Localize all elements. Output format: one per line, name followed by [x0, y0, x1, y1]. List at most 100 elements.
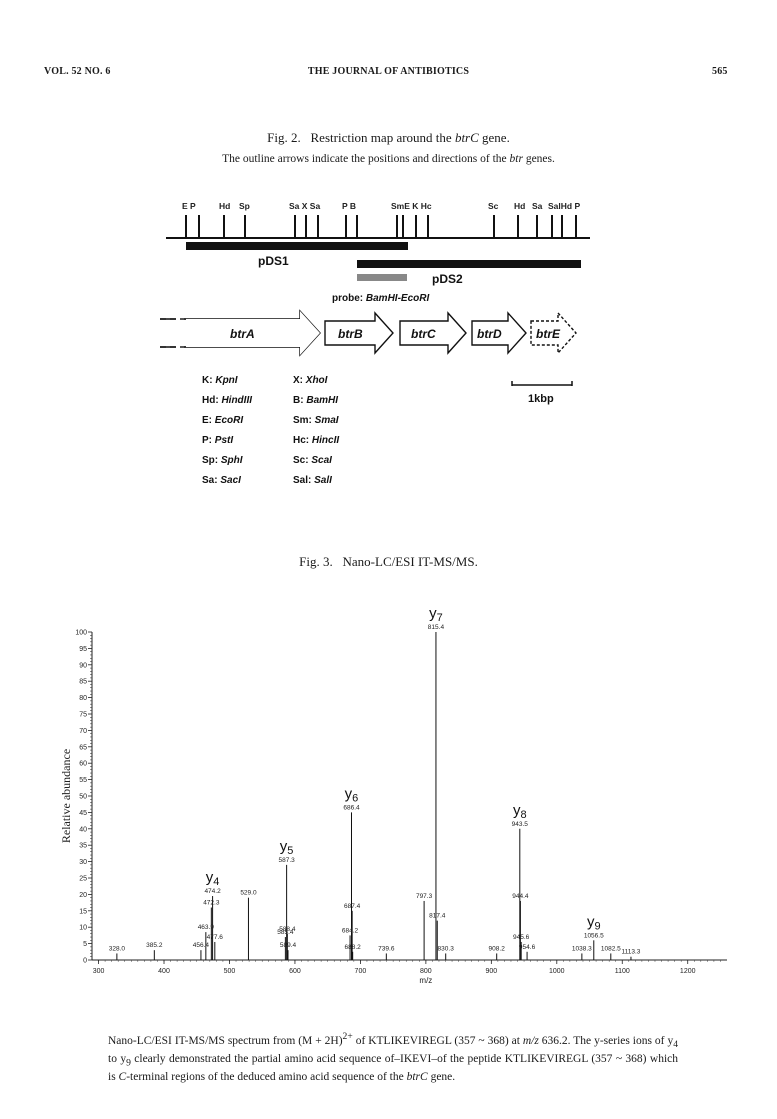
ion-letter: y: [280, 838, 288, 855]
legend-enzyme: HincII: [312, 435, 339, 446]
y-tick-label: 40: [79, 826, 87, 833]
y-axis-label: Relative abundance: [59, 749, 73, 843]
svg-text:X: XhoI: X: XhoI: [293, 375, 328, 386]
fig3-bottom-caption: Nano-LC/ESI IT-MS/MS spectrum from (M + …: [108, 1031, 679, 1084]
peak-label: 686.4: [343, 804, 360, 811]
x-tick-label: 1000: [549, 968, 565, 975]
ion-subscript: 8: [520, 809, 526, 821]
peak-label: 477.6: [207, 934, 224, 941]
y-tick-label: 50: [79, 794, 87, 801]
legend-abbr: Sal:: [293, 475, 314, 486]
peak-label: 954.6: [519, 944, 536, 951]
svg-text:K: KpnI: K: KpnI: [202, 375, 238, 386]
site-label: Sa: [532, 201, 543, 211]
svg-text:Sa: SacI: Sa: SacI: [202, 475, 241, 486]
legend-enzyme: XhoI: [305, 375, 328, 386]
x-tick-label: 1200: [680, 968, 696, 975]
legend-enzyme: SphI: [221, 455, 243, 466]
x-tick-label: 600: [289, 968, 301, 975]
x-tick-label: 400: [158, 968, 170, 975]
fig2-caption-text: Restriction map around the: [310, 130, 455, 145]
peak-label: 815.4: [428, 624, 445, 631]
site-label: Sp: [239, 201, 250, 211]
ion-letter: y: [345, 785, 353, 802]
ion-letter: y: [429, 605, 437, 622]
ion-label-y5: y5: [280, 838, 294, 857]
fig2-subcaption-end: genes.: [522, 153, 555, 165]
peak-label: 589.4: [280, 942, 297, 949]
legend-abbr: Sc:: [293, 455, 311, 466]
legend-enzyme: ScaI: [311, 455, 332, 466]
legend-abbr: Hd:: [202, 395, 221, 406]
peak-label: 908.2: [489, 945, 506, 952]
ion-label-y8: y8: [513, 802, 527, 821]
ion-label-y4: y4: [206, 869, 220, 888]
fig3-caption-text: Nano-LC/ESI IT-MS/MS.: [342, 554, 478, 569]
ion-letter: y: [206, 869, 214, 886]
btrB-arrow: [324, 311, 394, 355]
ion-subscript: 5: [287, 845, 293, 857]
ms-spectrum-chart: 0510152025303540455055606570758085909510…: [59, 605, 727, 985]
x-tick-label: 700: [355, 968, 367, 975]
svg-text:B: BamHI: B: BamHI: [293, 395, 338, 406]
svg-text:Sm: SmaI: Sm: SmaI: [293, 415, 339, 426]
site-ticks: [185, 215, 577, 238]
legend-abbr: Sp:: [202, 455, 221, 466]
legend-abbr: Sm:: [293, 415, 315, 426]
y-tick-label: 100: [75, 630, 87, 637]
probe-label: probe: BamHI-EcoRI: [332, 293, 429, 304]
x-tick-label: 500: [224, 968, 236, 975]
chart-axes: 0510152025303540455055606570758085909510…: [75, 630, 727, 975]
peak-label: 684.2: [342, 927, 359, 934]
svg-text:Sal: SalI: Sal: SalI: [293, 475, 332, 486]
pds2-bar: [357, 260, 581, 268]
y-tick-label: 60: [79, 761, 87, 768]
svg-text:P: PstI: P: PstI: [202, 435, 233, 446]
legend-enzyme: SmaI: [315, 415, 339, 426]
y-tick-label: 85: [79, 679, 87, 686]
peak-label: 739.6: [378, 945, 395, 952]
probe-bar: [357, 274, 407, 281]
y-tick-label: 45: [79, 810, 87, 817]
y-tick-label: 35: [79, 843, 87, 850]
gene-label-btrC: btrC: [411, 327, 436, 341]
y-tick-label: 0: [83, 958, 87, 965]
y-tick-label: 5: [83, 941, 87, 948]
peak-label: 463.9: [198, 924, 215, 931]
ion-label-y9: y9: [587, 913, 601, 932]
legend-abbr: P:: [202, 435, 215, 446]
y-tick-label: 75: [79, 712, 87, 719]
site-label: Sc: [488, 201, 499, 211]
svg-text:Sp: SphI: Sp: SphI: [202, 455, 243, 466]
x-tick-label: 800: [420, 968, 432, 975]
site-label: Hd: [219, 201, 230, 211]
probe-name: BamHI-EcoRI: [366, 293, 430, 304]
peak-label: 474.2: [204, 888, 221, 895]
x-tick-label: 300: [93, 968, 105, 975]
y-tick-label: 90: [79, 662, 87, 669]
svg-text:Hc: HincII: Hc: HincII: [293, 435, 339, 446]
site-label: SalHd P: [548, 201, 580, 211]
legend-enzyme: SalI: [314, 475, 332, 486]
peak-label: 472.3: [203, 900, 220, 907]
y-tick-label: 95: [79, 646, 87, 653]
btrE-arrow: [530, 311, 577, 355]
gene-label-btrE: btrE: [536, 327, 561, 341]
chart-peaks: [116, 632, 632, 960]
y-tick-label: 30: [79, 859, 87, 866]
scale-bar: 1kbp: [511, 381, 573, 405]
gene-label-btrB: btrB: [338, 327, 363, 341]
btrC-arrow: [399, 311, 467, 355]
site-label: E P: [182, 201, 196, 211]
fig2-caption: Fig. 2. Restriction map around the btrC …: [0, 130, 777, 146]
svg-text:E: EcoRI: E: EcoRI: [202, 415, 243, 426]
header-journal-title: THE JOURNAL OF ANTIBIOTICS: [307, 66, 470, 77]
legend-enzyme: HindIII: [221, 395, 252, 406]
fig3-caption-label: Fig. 3.: [299, 554, 333, 569]
fig2-caption-label: Fig. 2.: [267, 130, 301, 145]
legend-abbr: E:: [202, 415, 215, 426]
svg-text:Sc: ScaI: Sc: ScaI: [293, 455, 332, 466]
legend-abbr: B:: [293, 395, 306, 406]
pds1-label: pDS1: [258, 254, 289, 268]
peak-label: 943.5: [512, 821, 529, 828]
